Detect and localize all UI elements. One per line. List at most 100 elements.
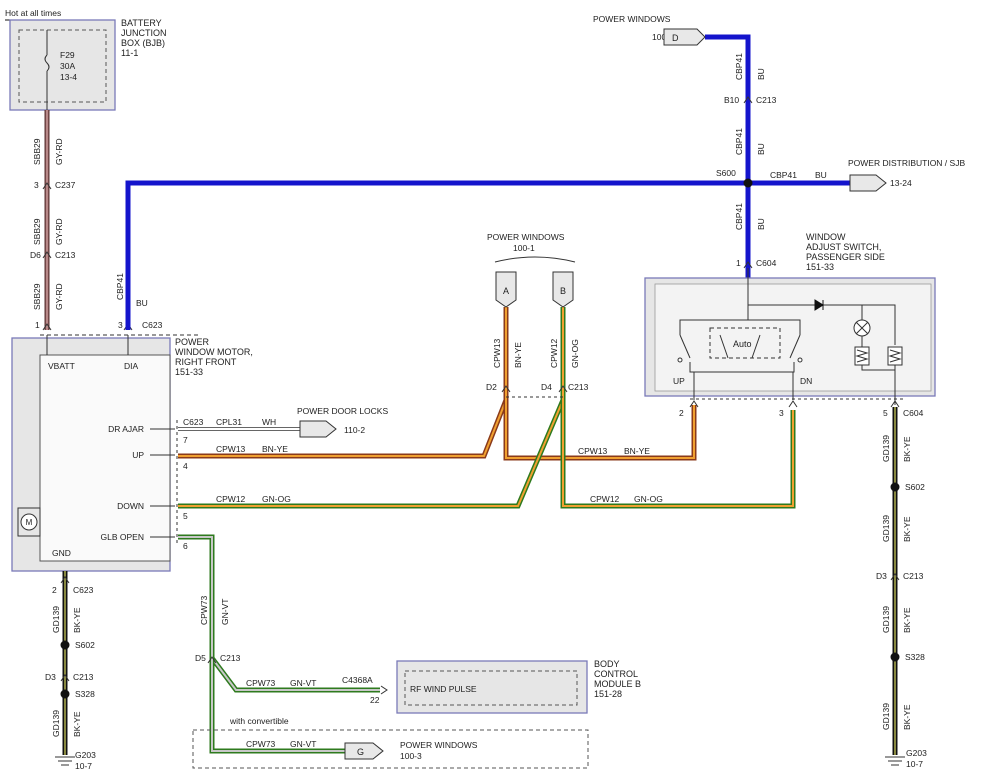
svg-text:CPW13: CPW13: [492, 338, 502, 368]
svg-text:C623: C623: [73, 585, 94, 595]
ground-g203-right: G203 10-7: [885, 748, 927, 769]
wire-cpl31: CPL31 WH POWER DOOR LOCKS 110-2: [178, 406, 388, 438]
svg-text:CPW73: CPW73: [199, 595, 209, 625]
svg-text:B10: B10: [724, 95, 739, 105]
svg-text:151-33: 151-33: [175, 367, 203, 377]
svg-text:SBB29: SBB29: [32, 283, 42, 310]
svg-text:BK-YE: BK-YE: [72, 607, 82, 633]
wire-cpw13: CPW13 BN-YE CPW13 BN-YE CPW13 BN-YE: [178, 307, 697, 461]
ref-power-distribution: POWER DISTRIBUTION / SJB 13-24: [848, 158, 965, 192]
wire-cbp41: CBP41 BU CBP41 BU CBP41 BU CBP41 BU CBP4…: [115, 34, 850, 330]
ground-icon: [885, 756, 905, 766]
fuse-amps: 30A: [60, 61, 75, 71]
svg-text:C623: C623: [142, 320, 163, 330]
wire-sbb29: SBB29 GY-RD SBB29 GY-RD SBB29 GY-RD: [32, 110, 64, 330]
splice-s602-right: S602: [890, 482, 925, 492]
wire-cpw73: CPW73 GN-VT CPW73 GN-VT CPW73 GN-VT: [178, 534, 380, 754]
svg-text:BU: BU: [756, 68, 766, 80]
splice-s600: S600: [716, 168, 753, 188]
svg-text:CPW13: CPW13: [578, 446, 608, 456]
svg-text:BK-YE: BK-YE: [902, 436, 912, 462]
svg-text:BN-YE: BN-YE: [513, 342, 523, 368]
svg-text:3: 3: [779, 408, 784, 418]
connector-c604-bottom: 2 3 5 C604: [679, 400, 924, 418]
svg-text:4: 4: [183, 461, 188, 471]
svg-text:A: A: [503, 286, 509, 296]
svg-text:C213: C213: [756, 95, 777, 105]
svg-text:10-7: 10-7: [75, 761, 92, 771]
diode-icon: [814, 299, 824, 311]
svg-text:RIGHT FRONT: RIGHT FRONT: [175, 357, 237, 367]
ground-icon: [55, 756, 75, 766]
svg-text:S602: S602: [75, 640, 95, 650]
svg-text:with convertible: with convertible: [229, 716, 289, 726]
svg-text:BATTERY: BATTERY: [121, 18, 162, 28]
connector-c623-bottom: 2 C623: [52, 576, 94, 595]
connector-c213-left: D3 C213: [45, 672, 94, 682]
connector-tag-a-icon: [495, 271, 517, 308]
svg-text:BN-YE: BN-YE: [624, 446, 650, 456]
ground-g203-left: G203 10-7: [55, 750, 96, 771]
svg-text:C623: C623: [183, 417, 204, 427]
svg-text:CPW73: CPW73: [246, 678, 276, 688]
svg-text:CBP41: CBP41: [734, 53, 744, 80]
svg-text:GD139: GD139: [881, 703, 891, 730]
svg-text:BK-YE: BK-YE: [902, 607, 912, 633]
svg-text:CBP41: CBP41: [770, 170, 797, 180]
ref-power-windows-top: POWER WINDOWS 100-1 D: [593, 14, 706, 46]
svg-text:DR AJAR: DR AJAR: [108, 424, 144, 434]
svg-text:BOX (BJB): BOX (BJB): [121, 38, 165, 48]
svg-text:CPW12: CPW12: [216, 494, 246, 504]
wire-cpw12: CPW12 GN-OG CPW12 GN-OG CPW12 GN-OG: [178, 307, 796, 509]
svg-text:GY-RD: GY-RD: [54, 138, 64, 165]
svg-text:100-1: 100-1: [652, 32, 674, 42]
svg-text:BK-YE: BK-YE: [72, 711, 82, 737]
splice-s328-right: S328: [890, 652, 925, 662]
connector-b10: B10 C213: [724, 95, 777, 105]
svg-text:D3: D3: [876, 571, 887, 581]
svg-text:C604: C604: [903, 408, 924, 418]
svg-text:GN-OG: GN-OG: [262, 494, 291, 504]
svg-text:D4: D4: [541, 382, 552, 392]
connector-c4368a: C4368A 22: [342, 675, 388, 705]
svg-text:CONTROL: CONTROL: [594, 669, 638, 679]
svg-text:5: 5: [183, 511, 188, 521]
svg-text:3: 3: [34, 180, 39, 190]
svg-text:GD139: GD139: [881, 606, 891, 633]
arrow-tag-icon: [849, 174, 887, 192]
svg-text:D5: D5: [195, 653, 206, 663]
svg-text:22: 22: [370, 695, 380, 705]
svg-text:S602: S602: [905, 482, 925, 492]
svg-text:C4368A: C4368A: [342, 675, 373, 685]
window-adjust-switch: WINDOW ADJUST SWITCH, PASSENGER SIDE 151…: [644, 232, 936, 405]
svg-text:CPL31: CPL31: [216, 417, 242, 427]
svg-text:WINDOW: WINDOW: [806, 232, 846, 242]
connector-c237: 3 C237: [34, 180, 76, 190]
svg-text:POWER WINDOWS: POWER WINDOWS: [400, 740, 478, 750]
svg-text:MODULE B: MODULE B: [594, 679, 641, 689]
connector-c213-d5: D5 C213: [195, 653, 241, 664]
svg-text:C213: C213: [903, 571, 924, 581]
wire-gd139-left: GD139 BK-YE GD139 BK-YE: [51, 571, 82, 755]
rf-wind-pulse-label: RF WIND PULSE: [410, 684, 477, 694]
wire-gd139-right: GD139 BK-YE GD139 BK-YE GD139 BK-YE GD13…: [881, 407, 912, 755]
svg-text:SBB29: SBB29: [32, 138, 42, 165]
ref-power-windows-mid: POWER WINDOWS 100-1 A B: [487, 232, 576, 308]
svg-text:3: 3: [118, 320, 123, 330]
svg-text:C213: C213: [55, 250, 76, 260]
splice-s328-left: S328: [60, 689, 95, 699]
svg-text:GN-OG: GN-OG: [570, 339, 580, 368]
svg-text:BU: BU: [756, 218, 766, 230]
svg-text:151-28: 151-28: [594, 689, 622, 699]
svg-text:C237: C237: [55, 180, 76, 190]
svg-text:CBP41: CBP41: [734, 203, 744, 230]
svg-text:WINDOW MOTOR,: WINDOW MOTOR,: [175, 347, 253, 357]
svg-text:BU: BU: [815, 170, 827, 180]
svg-text:7: 7: [183, 435, 188, 445]
svg-text:ADJUST SWITCH,: ADJUST SWITCH,: [806, 242, 881, 252]
bjb-box: [9, 19, 116, 111]
connector-tag-b-icon: [552, 271, 574, 308]
svg-text:S600: S600: [716, 168, 736, 178]
svg-text:DIA: DIA: [124, 361, 139, 371]
